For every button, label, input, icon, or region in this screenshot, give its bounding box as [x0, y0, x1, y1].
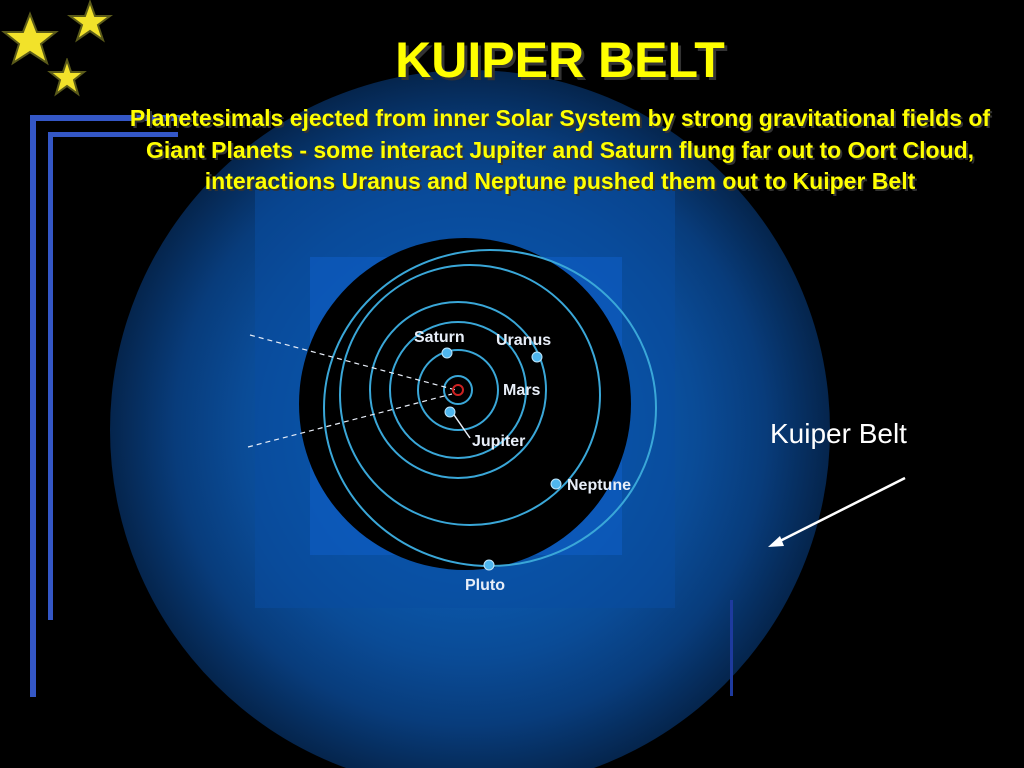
orbits [323, 249, 657, 567]
star-icon [47, 58, 87, 97]
label-saturn: Saturn [414, 329, 465, 346]
planet-jupiter [444, 406, 456, 418]
kuiper-belt-label: Kuiper Belt [770, 418, 907, 449]
orbit-mars [443, 375, 473, 405]
star-icon [1, 11, 59, 66]
orbit-uranus [369, 301, 547, 479]
ejection-lines [247, 334, 457, 448]
label-jupiter: Jupiter [472, 433, 525, 450]
slide-subtitle: Planetesimals ejected from inner Solar S… [129, 105, 991, 194]
diagram-disc [299, 238, 631, 570]
planet-uranus [531, 351, 543, 363]
left-bar-horizontal-2 [48, 132, 178, 137]
planet-neptune [550, 478, 562, 490]
left-bar-vertical-2 [48, 132, 53, 620]
label-mars: Mars [503, 382, 540, 399]
star-icon [67, 0, 113, 43]
label-pluto: Pluto [465, 577, 505, 594]
left-bar-horizontal-1 [30, 115, 180, 121]
orbit-neptune [339, 264, 601, 526]
right-bar-vertical [730, 600, 733, 696]
slide-title: KUIPER BELT [395, 32, 725, 88]
arrow-icon [768, 476, 906, 547]
planet-pluto [483, 559, 495, 571]
planet-saturn [441, 347, 453, 359]
sun-marker [452, 384, 464, 396]
label-neptune: Neptune [567, 477, 631, 494]
label-uranus: Uranus [496, 332, 551, 349]
orbit-jupiter [417, 349, 499, 431]
left-bar-vertical-1 [30, 115, 36, 697]
orbit-saturn [389, 321, 527, 459]
